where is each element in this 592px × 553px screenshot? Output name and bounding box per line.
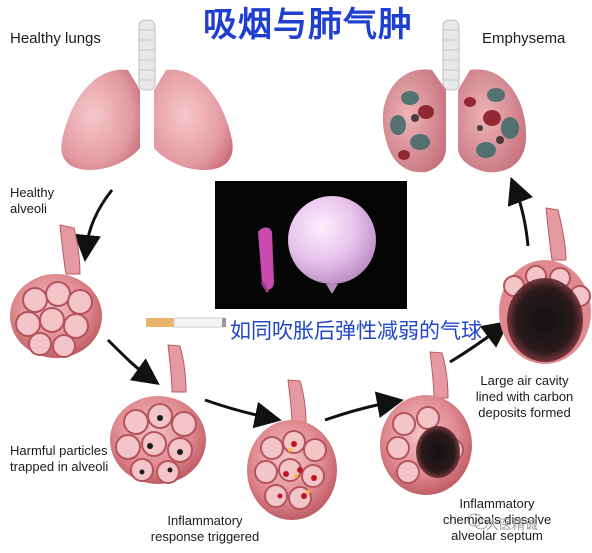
- inflammatory-chemicals-label: Inflammatory chemicals dissolve alveolar…: [442, 496, 552, 543]
- balloon-photo: [215, 181, 407, 309]
- arrow-icon: [106, 338, 160, 385]
- emphysema-lungs-illustration: [382, 19, 527, 173]
- dissolving-septum-alveoli-cluster: [380, 351, 472, 495]
- large-air-cavity-label: Large air cavity lined with carbon depos…: [475, 373, 574, 420]
- page-title: 吸烟与肺气肿: [203, 5, 413, 45]
- healthy-alveoli-label: Healthy alveoli: [10, 185, 55, 216]
- watermark-text: 大医精诚: [486, 518, 539, 533]
- harmful-particles-label: Harmful particles trapped in alveoli: [10, 443, 109, 474]
- balloon-caption: 如同吹胀后弹性减弱的气球: [230, 319, 482, 343]
- arrow-icon: [204, 398, 282, 429]
- cycle-arrows: [74, 176, 534, 429]
- arrow-icon: [449, 320, 510, 364]
- healthy-lungs-illustration: [61, 19, 233, 170]
- arrow-icon: [507, 176, 534, 247]
- inflammatory-response-label: Inflammatory response triggered: [150, 513, 260, 544]
- arrow-icon: [74, 189, 114, 262]
- large-cavity-alveoli-cluster: [499, 207, 591, 364]
- wechat-icon: [467, 513, 488, 530]
- inflammation-alveoli-cluster: [247, 379, 337, 520]
- cigarette-icon: [146, 317, 226, 328]
- healthy-lungs-label: Healthy lungs: [10, 30, 101, 47]
- emphysema-label: Emphysema: [482, 30, 566, 47]
- healthy-alveoli-cluster: [10, 224, 102, 358]
- arrow-icon: [324, 391, 404, 422]
- trapped-particles-alveoli-cluster: [110, 344, 206, 484]
